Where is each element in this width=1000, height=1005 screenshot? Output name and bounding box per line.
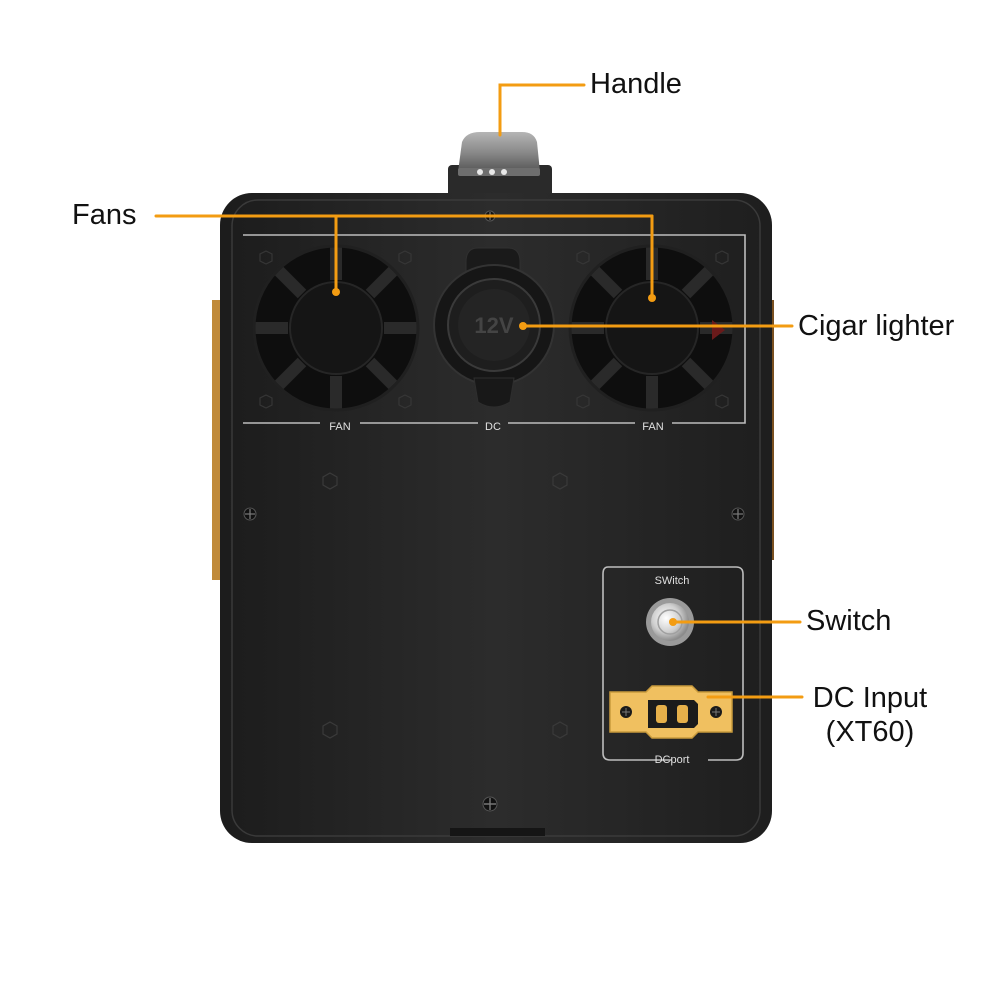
cigar-lighter-socket: 12V <box>433 247 555 408</box>
fan-right-icon <box>568 244 736 412</box>
handle-callout: Handle <box>590 68 682 100</box>
screw-bottom <box>482 796 498 812</box>
dc-label: DC <box>485 421 501 433</box>
switch-panel-label: SWitch <box>655 575 690 587</box>
switch-callout: Switch <box>806 605 892 637</box>
socket-voltage-label: 12V <box>474 313 513 338</box>
dc-port-label: DCport <box>655 754 690 766</box>
control-panel: SWitch DCport <box>602 566 744 766</box>
leader-dots <box>332 288 677 626</box>
dc-input-callout-line1: DC Input <box>812 682 928 714</box>
screw-right <box>731 507 745 521</box>
hex-marks <box>322 472 568 739</box>
fans-callout: Fans <box>72 199 137 231</box>
leader-lines <box>154 83 804 699</box>
fan-right-label: FAN <box>642 421 663 433</box>
dc-input-callout-line2: (XT60) <box>825 716 915 748</box>
handle <box>448 132 552 200</box>
dc-input-callout: DC Input (XT60) <box>800 681 940 749</box>
cigar-lighter-callout: Cigar lighter <box>798 310 955 342</box>
handle-leader-line <box>498 83 586 137</box>
fan-left-icon <box>252 244 420 412</box>
fan-left-label: FAN <box>329 421 350 433</box>
screw-left <box>243 507 257 521</box>
top-panel: FAN DC FAN <box>243 234 746 433</box>
xt60-dc-input-connector[interactable] <box>609 685 733 739</box>
